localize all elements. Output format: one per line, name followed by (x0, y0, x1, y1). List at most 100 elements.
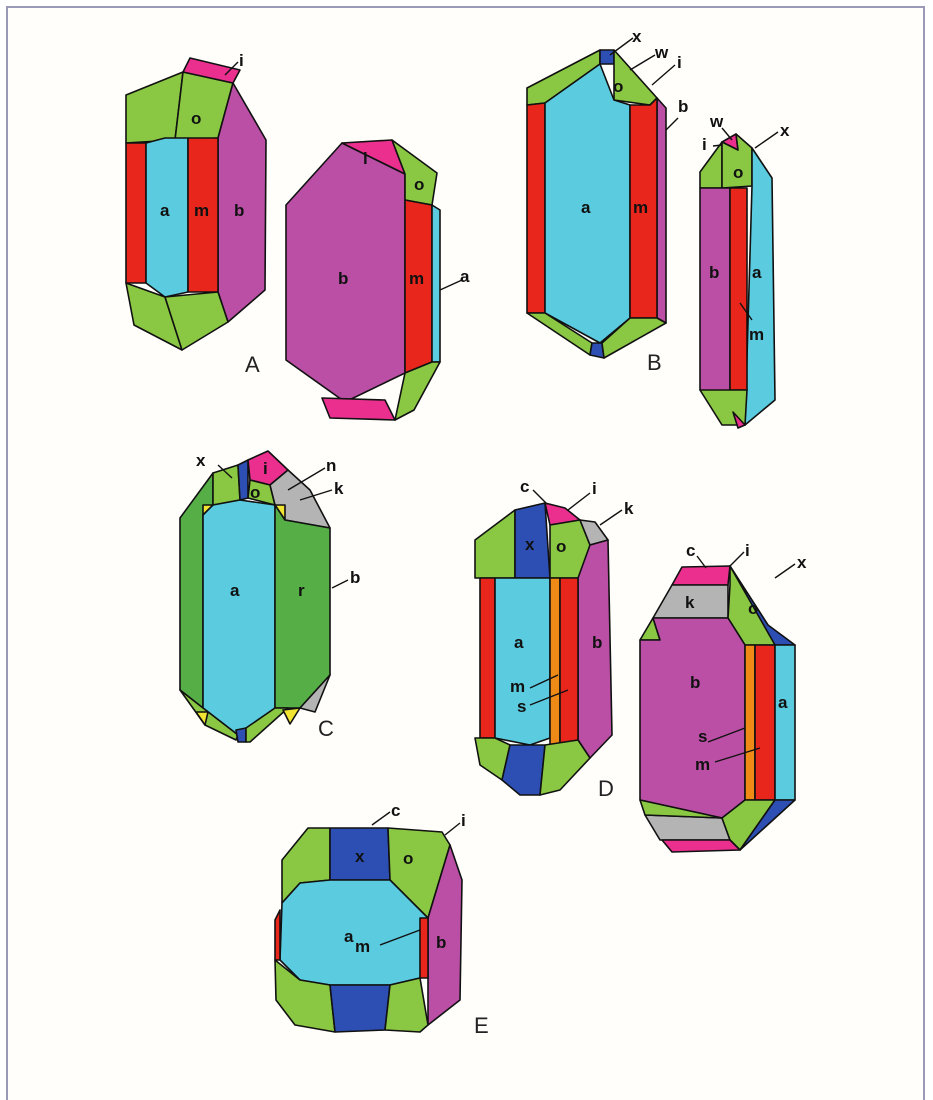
label-o: o (414, 175, 424, 194)
label-m: m (510, 677, 525, 696)
label-r: r (298, 581, 305, 600)
face-x-top (238, 460, 248, 500)
panel-a (126, 58, 440, 420)
face-o-bottom-right (540, 740, 590, 795)
label-o: o (733, 163, 743, 182)
label-i: i (745, 541, 750, 560)
label-b: b (709, 263, 719, 282)
label-w: w (709, 112, 724, 131)
label-k: k (685, 593, 695, 612)
label-n: n (326, 456, 336, 475)
face-m-left (275, 910, 280, 960)
label-c: c (686, 541, 695, 560)
face-s (550, 578, 560, 745)
label-k: k (334, 479, 344, 498)
label-m: m (355, 937, 370, 956)
label-i: i (592, 479, 597, 498)
face-m-left (527, 103, 545, 313)
label-a: a (752, 263, 762, 282)
face-k-bottom (645, 815, 730, 840)
caption-d: D (598, 776, 614, 801)
label-s: s (698, 727, 707, 746)
face-o-top-left (475, 510, 515, 578)
face-a (775, 645, 795, 800)
label-o: o (403, 849, 413, 868)
face-b (640, 618, 745, 818)
label-i: i (677, 53, 682, 72)
panel-e (275, 828, 462, 1032)
face-x-bottom (236, 728, 246, 742)
face-a-side (745, 148, 775, 425)
face-a (280, 880, 428, 985)
face-x-bottom (330, 985, 390, 1032)
label-i: i (363, 149, 368, 168)
face-a (495, 578, 550, 745)
label-o: o (613, 77, 623, 96)
label-i: i (263, 459, 268, 478)
caption-b: B (647, 350, 662, 375)
label-o: o (748, 599, 758, 618)
face-m-left (480, 578, 495, 738)
crystal-d2 (640, 566, 795, 852)
label-x: x (780, 121, 790, 140)
label-x: x (355, 847, 365, 866)
face-o-top-left (126, 72, 183, 143)
face-x-bottom (502, 745, 545, 795)
face-r-right (275, 505, 330, 708)
label-b: b (350, 568, 360, 587)
face-b-side (657, 98, 666, 323)
label-w: w (654, 43, 669, 62)
label-i: i (239, 51, 244, 70)
label-m: m (633, 198, 648, 217)
label-m: m (695, 755, 710, 774)
face-m (730, 188, 747, 390)
face-b (700, 188, 730, 398)
face-o-top-left (213, 465, 240, 505)
label-b: b (436, 933, 446, 952)
label-b: b (678, 97, 688, 116)
label-b: b (690, 673, 700, 692)
label-a: a (514, 633, 524, 652)
label-b: b (338, 269, 348, 288)
face-i-bottom (662, 840, 740, 852)
caption-a: A (245, 352, 260, 377)
label-k: k (624, 499, 634, 518)
caption-c: C (318, 716, 334, 741)
label-a: a (344, 927, 354, 946)
face-m-right (560, 578, 578, 745)
label-i: i (702, 135, 707, 154)
label-b: b (234, 201, 244, 220)
face-s (745, 645, 755, 800)
label-c: c (520, 477, 529, 496)
label-x: x (525, 535, 535, 554)
label-x: x (632, 27, 642, 46)
label-a: a (160, 201, 170, 220)
label-i: i (461, 811, 466, 830)
label-o: o (191, 109, 201, 128)
face-i-bottom (322, 398, 395, 420)
face-n-bottom-left (196, 712, 208, 725)
label-x: x (797, 553, 807, 572)
label-s: s (517, 697, 526, 716)
label-m: m (749, 325, 764, 344)
label-a: a (778, 693, 788, 712)
face-i-top (672, 566, 730, 585)
face-m (755, 645, 775, 800)
caption-e: E (474, 1013, 489, 1038)
label-c: c (391, 801, 400, 820)
face-n-bottom-right (283, 708, 300, 724)
label-o: o (250, 483, 260, 502)
face-a (432, 205, 440, 362)
label-m: m (194, 201, 209, 220)
label-a: a (581, 198, 591, 217)
label-o: o (556, 537, 566, 556)
face-x-top (600, 50, 614, 64)
face-o-bottom-right (385, 978, 428, 1032)
label-m: m (409, 269, 424, 288)
face-a (203, 500, 275, 735)
label-a: a (230, 581, 240, 600)
label-a: a (460, 267, 470, 286)
label-b: b (592, 633, 602, 652)
face-m-left (126, 143, 146, 283)
